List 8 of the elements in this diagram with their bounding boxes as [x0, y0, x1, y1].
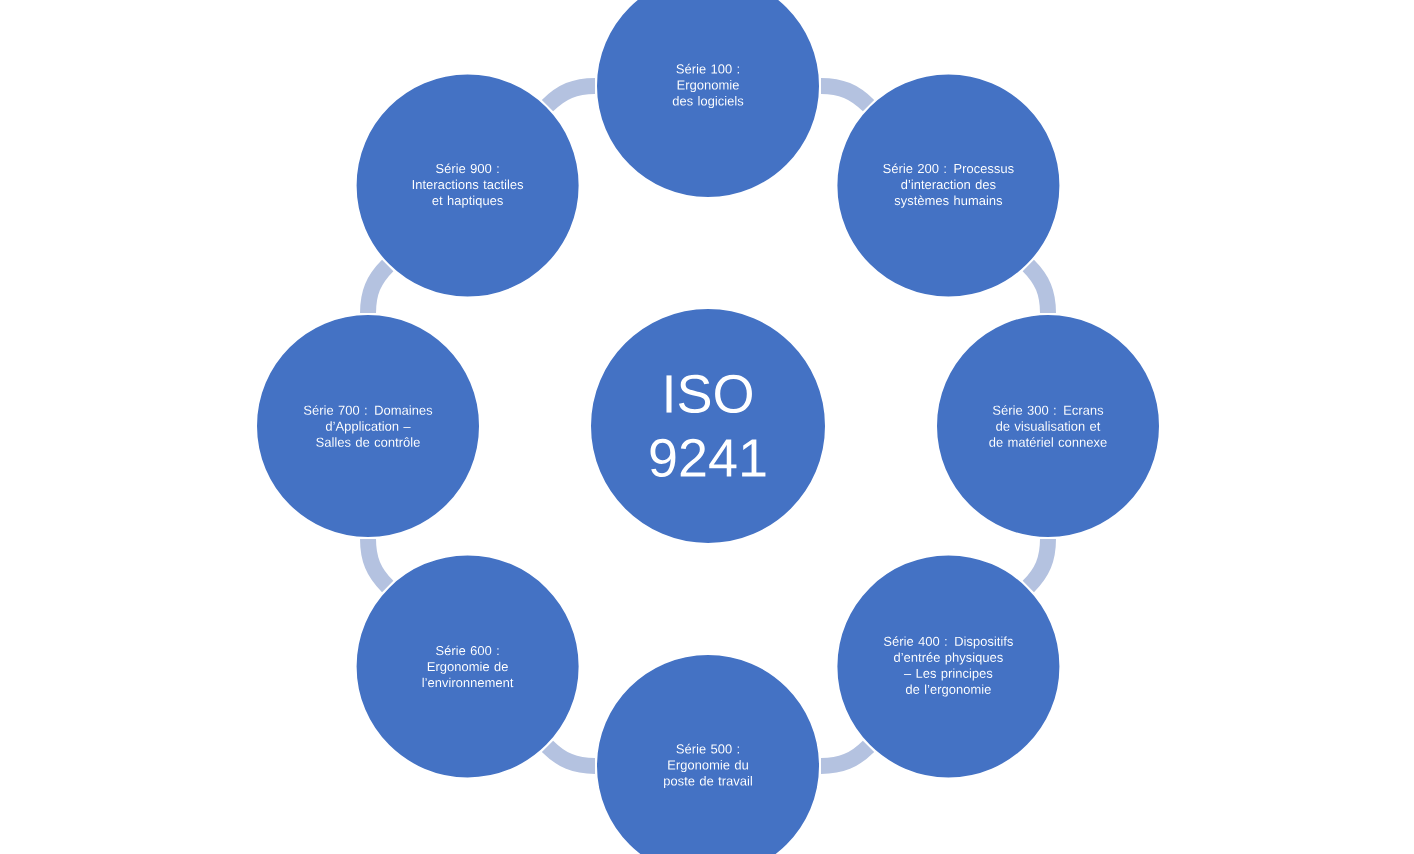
- ring-arc: [360, 538, 394, 593]
- ring-arc: [360, 259, 394, 314]
- ring-arc: [820, 740, 875, 774]
- ring-arc: [1022, 538, 1056, 592]
- ring-arc: [1022, 259, 1056, 314]
- ring-arc: [820, 78, 875, 112]
- ring-arc: [542, 78, 596, 112]
- ring-arc: [541, 740, 596, 774]
